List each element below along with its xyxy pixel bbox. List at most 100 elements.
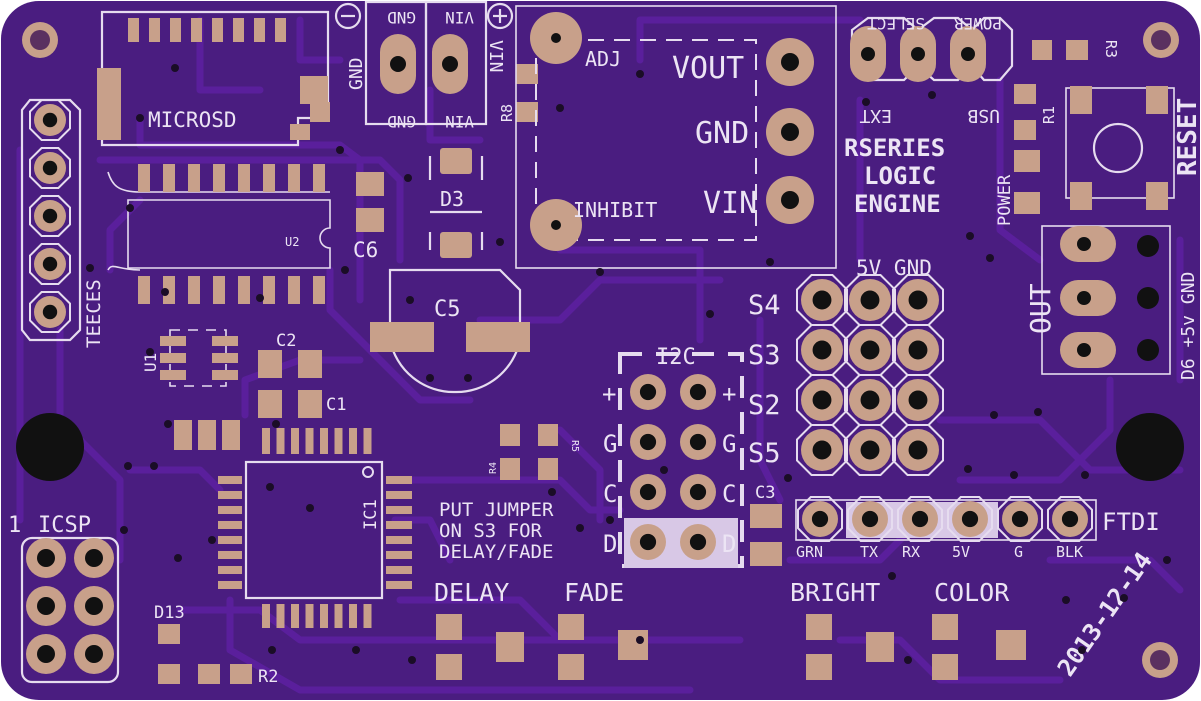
teeces-label: TEECES <box>83 279 105 348</box>
via <box>306 504 314 512</box>
power-led: POWER <box>995 150 1040 226</box>
via <box>1163 556 1171 564</box>
icsp-pin-hole <box>85 549 103 567</box>
servo-pin-hole <box>908 390 928 410</box>
microsd-pad-b <box>310 102 330 122</box>
out-label: OUT <box>1024 283 1057 334</box>
ic1-pin <box>386 551 412 559</box>
r8-pad-top <box>516 64 538 84</box>
servo-pin-outline <box>844 424 896 476</box>
ic1-pin1-dot <box>362 466 374 478</box>
power-select-power-label: POWER <box>953 14 1002 33</box>
ic1-pin <box>218 566 242 574</box>
out-hole-d6 <box>1077 343 1091 357</box>
board-title-line1: RSERIES <box>844 134 945 162</box>
ftdi-pin-outline <box>847 496 893 542</box>
via <box>928 91 936 99</box>
ftdi-pin-hole <box>1011 510 1029 528</box>
u2-top-pins <box>138 164 325 192</box>
via <box>1120 594 1128 602</box>
out-socket-gnd <box>1137 235 1159 257</box>
servo-s5-label: S5 <box>748 438 781 469</box>
power-select-hole-ext <box>861 47 875 61</box>
pot-fade[interactable]: FADE <box>558 578 648 680</box>
regulator-dashed-outline <box>535 39 757 241</box>
teeces-pin-hole <box>42 304 58 320</box>
via <box>556 104 564 112</box>
ic1-pin <box>291 428 299 454</box>
pot-color[interactable]: COLOR <box>932 578 1026 680</box>
via <box>1010 471 1018 479</box>
i2c-right-d: D <box>722 530 736 558</box>
servo-pin-hole <box>860 340 880 360</box>
i2c-pin-hole <box>689 433 707 451</box>
r2-resistor: R2 <box>198 664 278 687</box>
u1-pad-5 <box>212 353 238 363</box>
ic1-pin <box>291 604 299 628</box>
teeces-pin-outline <box>29 195 71 237</box>
r8-pad-bottom <box>516 102 538 122</box>
pot-delay-label: DELAY <box>434 578 509 607</box>
reset-pad-bl <box>1070 182 1092 210</box>
icsp-pin-hole <box>37 549 55 567</box>
servo-grid <box>796 274 944 476</box>
mount-hole-tr-center <box>1151 30 1171 50</box>
ftdi-pin-hole <box>811 510 829 528</box>
u2-pin <box>238 164 250 192</box>
microsd-pad-a <box>300 76 328 104</box>
out-hole-gnd <box>1077 237 1091 251</box>
reset-actuator[interactable] <box>1092 122 1144 174</box>
i2c-pin-hole <box>689 383 707 401</box>
power-select-hole-mid <box>911 47 925 61</box>
i2c-pin-hole <box>639 433 657 451</box>
i2c-left-c: C <box>603 480 617 508</box>
ic1-pin <box>349 604 357 628</box>
ic1-pin <box>363 604 372 628</box>
microsd-tab-pad <box>97 68 121 140</box>
reset-button[interactable]: RESET <box>1065 86 1201 210</box>
pot-bright-wiper <box>866 632 894 662</box>
u2-pin <box>288 164 300 192</box>
pot-fade-wiper <box>618 630 648 660</box>
r8-resistor: R8 <box>498 64 538 122</box>
via <box>256 294 264 302</box>
ftdi-label: FTDI <box>1102 508 1160 536</box>
r3-pad-right <box>1066 40 1088 60</box>
u1-pad-6 <box>212 370 238 380</box>
via <box>404 174 412 182</box>
c1-pad-right <box>298 390 322 418</box>
jumper-note-line2: ON S3 FOR <box>439 520 543 542</box>
r5-resistor: R5 <box>538 424 580 480</box>
terminal-gnd-bottom-label: GND <box>387 112 416 131</box>
microsd-pin-row <box>128 18 286 42</box>
terminal-vin-hole <box>442 56 458 72</box>
servo-pin-hole <box>860 390 880 410</box>
pot-bright[interactable]: BRIGHT <box>790 578 894 680</box>
ic1-pin <box>386 521 412 529</box>
ftdi-pin-label: 5V <box>952 543 970 561</box>
icsp-label: ICSP <box>38 513 91 538</box>
ic1-pin <box>334 604 343 628</box>
via <box>990 411 998 419</box>
pot-fade-pad-2 <box>558 654 584 680</box>
ftdi-pin-outline <box>1047 496 1093 542</box>
servo-pin-hole <box>812 340 832 360</box>
reset-pad-tl <box>1070 86 1092 114</box>
power-led-pad-bottom <box>1014 192 1040 214</box>
u2-label: U2 <box>285 235 299 249</box>
servo-pin-outline <box>796 424 848 476</box>
ftdi-pin-outline <box>997 496 1043 542</box>
pot-delay[interactable]: DELAY <box>434 578 524 680</box>
pot-color-label: COLOR <box>934 578 1010 607</box>
i2c-left-g: G <box>603 430 617 458</box>
via <box>408 656 416 664</box>
out-socket-5v <box>1137 287 1159 309</box>
via <box>596 268 604 276</box>
c1-pad-left <box>258 390 282 418</box>
c3-pad-bottom <box>750 542 782 566</box>
i2c-pins <box>630 374 716 560</box>
d13-pad-bottom <box>158 664 180 684</box>
u2-pin <box>163 164 175 192</box>
